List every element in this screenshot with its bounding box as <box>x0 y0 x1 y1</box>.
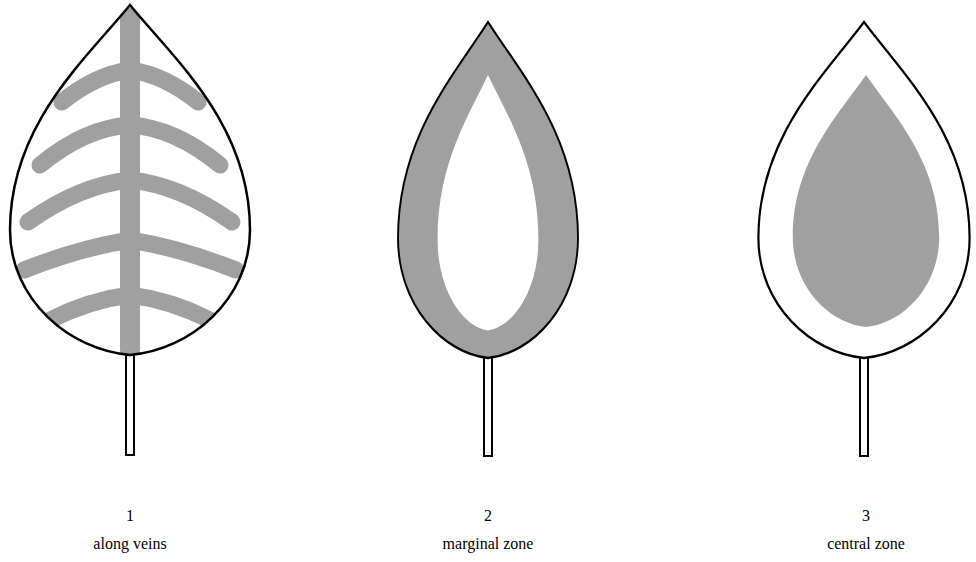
callout-number: 3 <box>862 506 870 525</box>
callout-number: 1 <box>126 506 134 525</box>
leaf-marginal <box>398 22 578 456</box>
leaf-central <box>758 22 969 456</box>
callout-number: 2 <box>484 506 492 525</box>
caption-label: along veins <box>93 534 166 553</box>
caption-label: central zone <box>827 534 905 553</box>
leaf-veins <box>10 5 250 455</box>
caption-label: marginal zone <box>443 534 534 553</box>
